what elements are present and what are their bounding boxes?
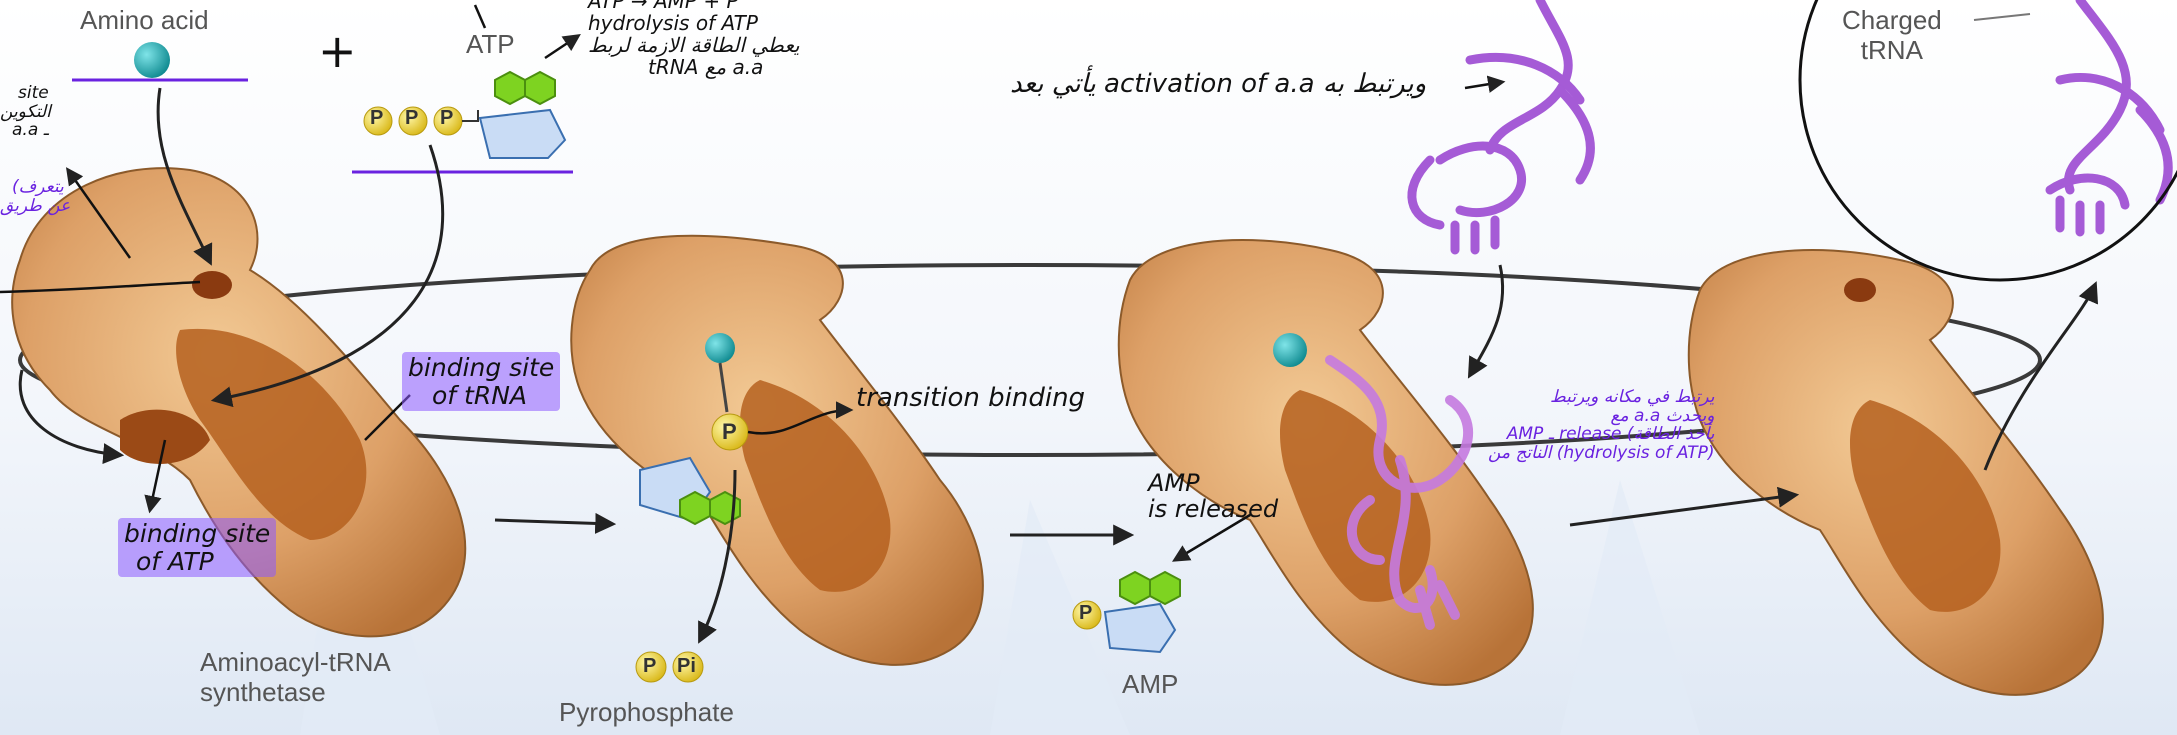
binding-trna-line2: of tRNA xyxy=(408,382,554,410)
left-purple-line2: عن طريق xyxy=(0,197,70,216)
charged-trna-label: Charged tRNA xyxy=(1842,6,1942,66)
atp-note-line3: يعطي الطاقة الازمة لربط xyxy=(588,34,800,56)
binding-trna-line1: binding site xyxy=(408,354,554,382)
pyrophosphate-label: Pyrophosphate xyxy=(559,698,734,728)
purple-release-line1: يرتبط في مكانه ويرتبط xyxy=(1488,388,1715,407)
atp-p3: P xyxy=(440,107,453,130)
left-purple-note: (يتعرف عن طريق xyxy=(0,178,70,215)
ppi-p-label: P xyxy=(643,655,656,678)
left-top-note: site التكوين a.a ـ xyxy=(0,84,51,140)
amp-released-line2: is released xyxy=(1148,496,1278,522)
enzyme-label-line1: Aminoacyl-tRNA xyxy=(200,648,391,678)
enzyme-label-line2: synthetase xyxy=(200,678,391,708)
amp-label: AMP xyxy=(1122,670,1178,700)
atp-p1: P xyxy=(370,107,383,130)
charged-label-line2: tRNA xyxy=(1842,36,1942,66)
aa-bound-3 xyxy=(1273,333,1307,367)
binding-atp-line1: binding site xyxy=(124,520,270,548)
charged-label-line1: Charged xyxy=(1842,6,1942,36)
left-note-line3: a.a ـ xyxy=(0,121,51,140)
atp-note-line4: tRNA مع a.a xyxy=(588,56,800,78)
plus-sign: + xyxy=(318,26,357,77)
atp-p2: P xyxy=(405,107,418,130)
atp-note-line2: hydrolysis of ATP xyxy=(588,12,800,34)
activation-note: يأتي بعد activation of a.a ويرتبط به xyxy=(1010,70,1426,99)
p-bound-label: P xyxy=(722,419,737,444)
atp-label: ATP xyxy=(466,30,515,60)
purple-release-line3: AMP ـ release (يأخذ الطاقة xyxy=(1488,425,1715,444)
amp-released-note: AMP is released xyxy=(1148,470,1278,523)
transition-binding-note: transition binding xyxy=(856,384,1085,413)
purple-release-note: يرتبط في مكانه ويرتبط مع a.a ويحدث AMP ـ… xyxy=(1488,388,1715,463)
amp-p-label: P xyxy=(1079,602,1092,625)
left-purple-line1: (يتعرف xyxy=(0,178,70,197)
ppi-pi-label: Pi xyxy=(677,655,696,678)
enzyme-label: Aminoacyl-tRNA synthetase xyxy=(200,648,391,708)
amp-released-line1: AMP xyxy=(1148,470,1278,496)
binding-site-atp-note: binding site of ATP xyxy=(118,518,276,577)
atp-note: ATP → AMP + P hydrolysis of ATP يعطي الط… xyxy=(588,0,800,78)
left-note-line2: التكوين xyxy=(0,103,51,122)
left-note-line1: site xyxy=(0,84,51,103)
amino-acid-label: Amino acid xyxy=(80,6,209,36)
amino-acid-ball xyxy=(134,42,170,78)
aa-bound-2 xyxy=(705,333,735,363)
purple-release-line4: الناتج من (hydrolysis of ATP) xyxy=(1488,444,1715,463)
binding-site-trna-note: binding site of tRNA xyxy=(402,352,560,411)
binding-atp-line2: of ATP xyxy=(124,548,270,576)
purple-release-line2: مع a.a ويحدث xyxy=(1488,407,1715,426)
